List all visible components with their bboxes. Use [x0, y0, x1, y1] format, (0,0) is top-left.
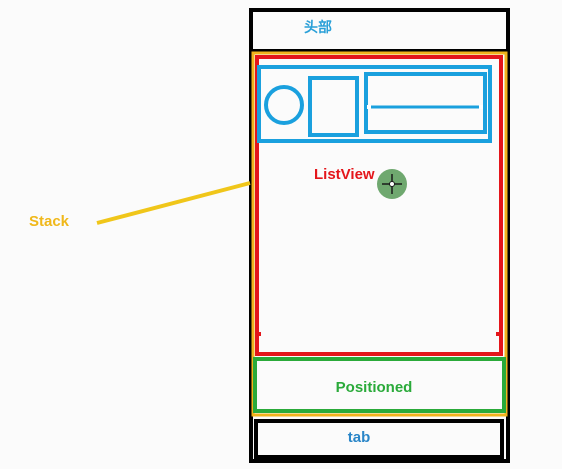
listview-corner-mark-right	[496, 332, 499, 336]
label-stack: Stack	[29, 213, 70, 230]
label-positioned: Positioned	[336, 379, 413, 396]
tab-region	[254, 419, 504, 459]
stack-pointer-line	[96, 181, 251, 225]
header-region	[249, 8, 510, 53]
cursor-icon	[377, 169, 407, 199]
positioned-box	[253, 357, 506, 413]
list-item-text-box	[364, 72, 487, 134]
label-listview: ListView	[314, 166, 375, 183]
label-tab: tab	[348, 429, 371, 446]
divider-endpoint-right	[479, 105, 483, 109]
listview-box	[255, 55, 503, 356]
listview-corner-mark-left	[258, 332, 261, 336]
stack-box	[251, 51, 508, 417]
list-item-avatar-circle	[264, 85, 304, 125]
label-header: 头部	[304, 19, 332, 36]
list-item-box	[257, 65, 492, 143]
divider-endpoint-left	[367, 105, 371, 109]
list-item-image-box	[308, 76, 359, 137]
